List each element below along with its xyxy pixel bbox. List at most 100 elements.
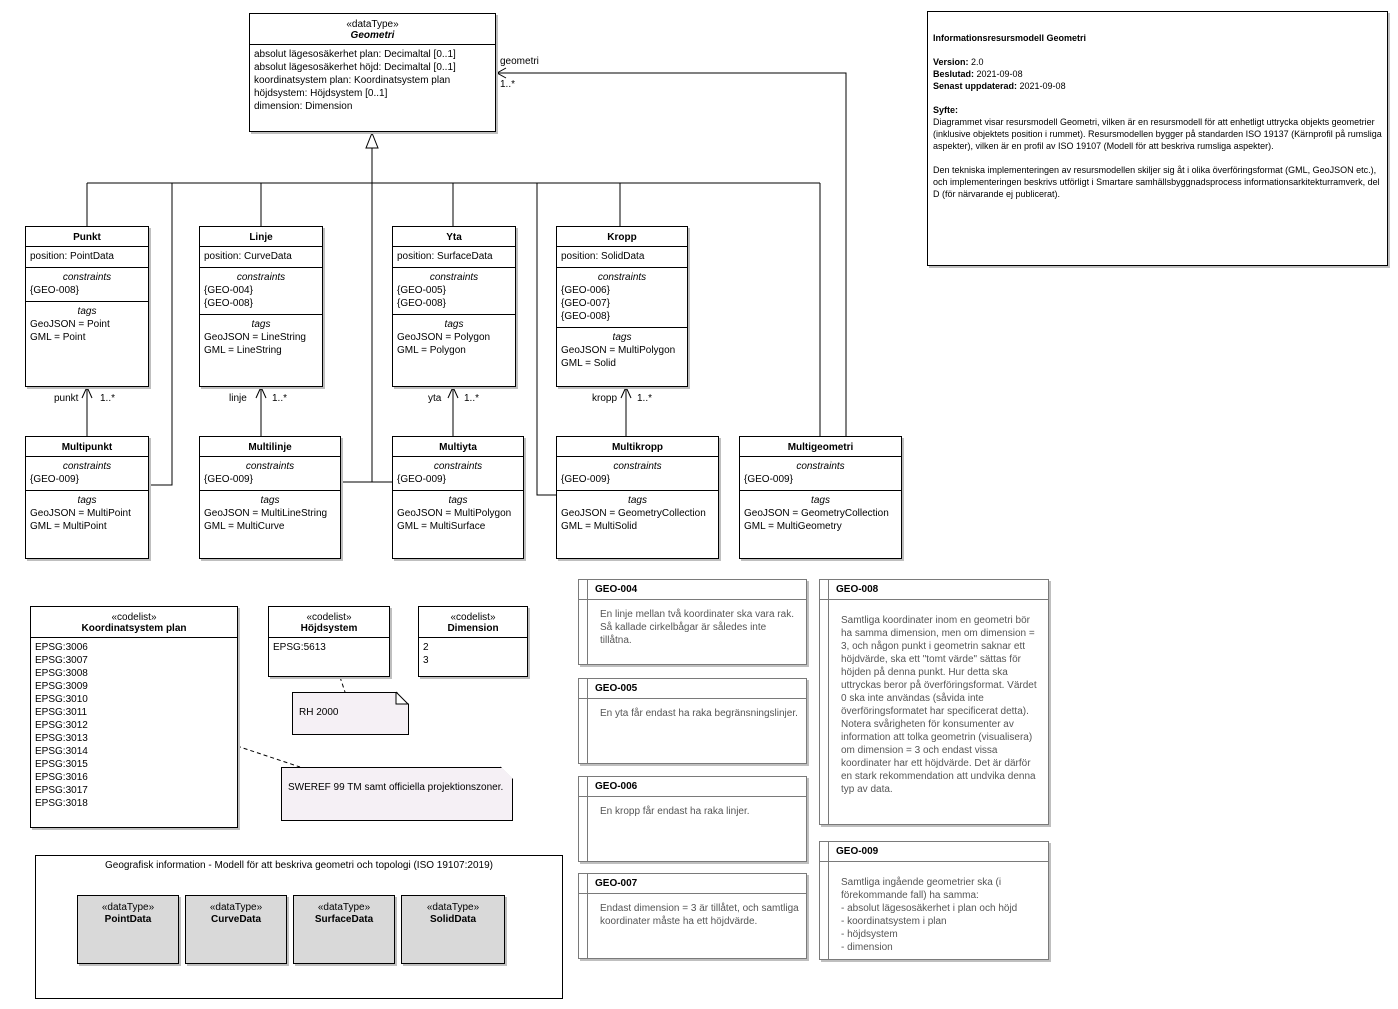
constraint-ref: {GEO-005} bbox=[397, 285, 446, 296]
constraint-ref: {GEO-008} bbox=[204, 298, 253, 309]
codelist-stereotype: «codelist» bbox=[111, 612, 157, 623]
tag: GeoJSON = LineString bbox=[204, 332, 306, 343]
version-value: 2.0 bbox=[971, 57, 984, 67]
tags-title: tags bbox=[260, 495, 280, 506]
datatype-pointdata[interactable]: «dataType» PointData bbox=[77, 895, 179, 964]
datatype-name: SurfaceData bbox=[314, 914, 374, 925]
assoc-mult-yta: 1..* bbox=[464, 393, 480, 404]
tag: GeoJSON = MultiLineString bbox=[204, 508, 328, 519]
codelist-value: EPSG:3012 bbox=[35, 720, 88, 731]
datatype-soliddata[interactable]: «dataType» SolidData bbox=[401, 895, 505, 964]
codelist-name: Koordinatsystem plan bbox=[81, 623, 187, 634]
constraint-geo-009[interactable]: GEO-009 Samtliga ingående geometrier ska… bbox=[819, 841, 1049, 960]
tag: GML = Polygon bbox=[397, 345, 466, 356]
constraint-geo-005[interactable]: GEO-005 En yta får endast ha raka begrän… bbox=[578, 678, 807, 764]
uppdaterad-value: 2021-09-08 bbox=[1019, 81, 1066, 91]
assoc-mult-linje: 1..* bbox=[272, 393, 288, 404]
constraint-ref: {GEO-009} bbox=[397, 474, 446, 485]
class-multigeometri[interactable]: Multigeometri constraints {GEO-009} tags… bbox=[739, 436, 902, 559]
tag: GML = MultiSolid bbox=[561, 521, 638, 532]
constraint-id: GEO-005 bbox=[579, 679, 806, 699]
class-geometri[interactable]: «dataType» Geometri absolut lägesosäkerh… bbox=[249, 13, 496, 132]
codelist-dimension[interactable]: «codelist» Dimension 2 3 bbox=[418, 606, 528, 677]
tag: GeoJSON = GeometryCollection bbox=[744, 508, 889, 519]
assoc-role-punkt: punkt bbox=[54, 393, 79, 404]
tags-title: tags bbox=[628, 495, 647, 506]
class-name: Multiyta bbox=[439, 442, 477, 453]
constraints-title: constraints bbox=[429, 272, 479, 283]
tags-title: tags bbox=[448, 495, 468, 506]
assoc-role-linje: linje bbox=[229, 393, 247, 404]
datatype-stereotype: «dataType» bbox=[426, 902, 480, 913]
constraint-ref: {GEO-007} bbox=[561, 298, 610, 309]
class-multikropp[interactable]: Multikropp constraints {GEO-009} tags Ge… bbox=[556, 436, 719, 559]
note-sweref[interactable]: SWEREF 99 TM samt officiella projektions… bbox=[281, 767, 513, 821]
class-punkt[interactable]: Punkt position: PointData constraints {G… bbox=[25, 226, 149, 387]
tags-title: tags bbox=[251, 319, 271, 330]
constraint-id: GEO-008 bbox=[820, 580, 1048, 600]
class-multipunkt[interactable]: Multipunkt constraints {GEO-009} tags Ge… bbox=[25, 436, 149, 559]
constraints-title: constraints bbox=[796, 461, 845, 472]
codelist-value: EPSG:3017 bbox=[35, 785, 88, 796]
tag: GML = MultiSurface bbox=[397, 521, 486, 532]
constraint-geo-006[interactable]: GEO-006 En kropp får endast ha raka linj… bbox=[578, 776, 807, 862]
datatype-name: CurveData bbox=[210, 914, 262, 925]
position-attribute: position: SolidData bbox=[561, 251, 645, 262]
generalization-triangle bbox=[365, 131, 379, 149]
class-name: Multipunkt bbox=[61, 442, 113, 453]
attribute: absolut lägesosäkerhet plan: Decimaltal … bbox=[254, 49, 456, 60]
attribute: höjdsystem: Höjdsystem [0..1] bbox=[254, 88, 388, 99]
tag: GeoJSON = GeometryCollection bbox=[561, 508, 706, 519]
tags-title: tags bbox=[612, 332, 632, 343]
package-title: Geografisk information - Modell för att … bbox=[105, 860, 493, 871]
constraint-text: Samtliga ingående geometrier ska (i före… bbox=[841, 877, 1018, 953]
constraint-text: En kropp får endast ha raka linjer. bbox=[600, 806, 750, 817]
datatype-stereotype: «dataType» bbox=[101, 902, 155, 913]
datatype-surfacedata[interactable]: «dataType» SurfaceData bbox=[293, 895, 395, 964]
tags-title: tags bbox=[444, 319, 464, 330]
codelist-value: EPSG:3015 bbox=[35, 759, 88, 770]
datatype-curvedata[interactable]: «dataType» CurveData bbox=[185, 895, 287, 964]
constraint-text: En linje mellan två koordinater ska vara… bbox=[600, 609, 794, 646]
codelist-value: EPSG:3016 bbox=[35, 772, 88, 783]
tag: GML = MultiCurve bbox=[204, 521, 285, 532]
note-text: RH 2000 bbox=[299, 707, 339, 718]
constraint-geo-007[interactable]: GEO-007 Endast dimension = 3 är tillåtet… bbox=[578, 873, 807, 959]
constraint-geo-008[interactable]: GEO-008 Samtliga koordinater inom en geo… bbox=[819, 579, 1049, 825]
constraint-geo-004[interactable]: GEO-004 En linje mellan två koordinater … bbox=[578, 579, 807, 665]
constraint-ref: {GEO-009} bbox=[204, 474, 253, 485]
class-multiyta[interactable]: Multiyta constraints {GEO-009} tags GeoJ… bbox=[392, 436, 524, 559]
codelist-hojdsystem[interactable]: «codelist» Höjdsystem EPSG:5613 bbox=[268, 606, 390, 677]
constraint-text: Samtliga koordinater inom en geometri bö… bbox=[841, 615, 1037, 795]
constraint-id: GEO-007 bbox=[579, 874, 806, 894]
tag: GeoJSON = MultiPoint bbox=[30, 508, 131, 519]
info-title: Informationsresursmodell Geometri bbox=[933, 33, 1087, 43]
codelist-koordinatsystem-plan[interactable]: «codelist» Koordinatsystem plan EPSG:300… bbox=[30, 606, 238, 828]
constraint-ref: {GEO-004} bbox=[204, 285, 253, 296]
class-name: Punkt bbox=[73, 232, 101, 243]
diagram-info-box[interactable]: Informationsresursmodell Geometri Versio… bbox=[927, 11, 1388, 266]
constraint-text: En yta får endast ha raka begränsningsli… bbox=[600, 708, 798, 719]
assoc-mult-punkt: 1..* bbox=[100, 393, 116, 404]
codelist-value: EPSG:3006 bbox=[35, 642, 88, 653]
geometri-stereotype: «dataType» bbox=[346, 19, 399, 30]
note-rh2000[interactable]: RH 2000 bbox=[292, 692, 409, 735]
class-yta[interactable]: Yta position: SurfaceData constraints {G… bbox=[392, 226, 516, 387]
geometri-attributes: absolut lägesosäkerhet plan: Decimaltal … bbox=[250, 44, 495, 117]
position-attribute: position: CurveData bbox=[204, 251, 292, 262]
syfte-text: Diagrammet visar resursmodell Geometri, … bbox=[933, 117, 1382, 151]
attribute: koordinatsystem plan: Koordinatsystem pl… bbox=[254, 75, 451, 86]
constraint-id: GEO-006 bbox=[579, 777, 806, 797]
class-kropp[interactable]: Kropp position: SolidData constraints {G… bbox=[556, 226, 688, 387]
class-multilinje[interactable]: Multilinje constraints {GEO-009} tags Ge… bbox=[199, 436, 341, 559]
datatype-name: SolidData bbox=[429, 914, 477, 925]
assoc-mult-geometri: 1..* bbox=[500, 79, 516, 90]
tag: GML = Solid bbox=[561, 358, 616, 369]
tag: GeoJSON = Polygon bbox=[397, 332, 491, 343]
tag: GML = MultiGeometry bbox=[744, 521, 842, 532]
class-name: Multikropp bbox=[611, 442, 664, 453]
impl-text: Den tekniska implementeringen av resursm… bbox=[933, 165, 1380, 199]
position-attribute: position: PointData bbox=[30, 251, 114, 262]
constraint-text: Endast dimension = 3 är tillåtet, och sa… bbox=[600, 903, 799, 927]
class-linje[interactable]: Linje position: CurveData constraints {G… bbox=[199, 226, 323, 387]
